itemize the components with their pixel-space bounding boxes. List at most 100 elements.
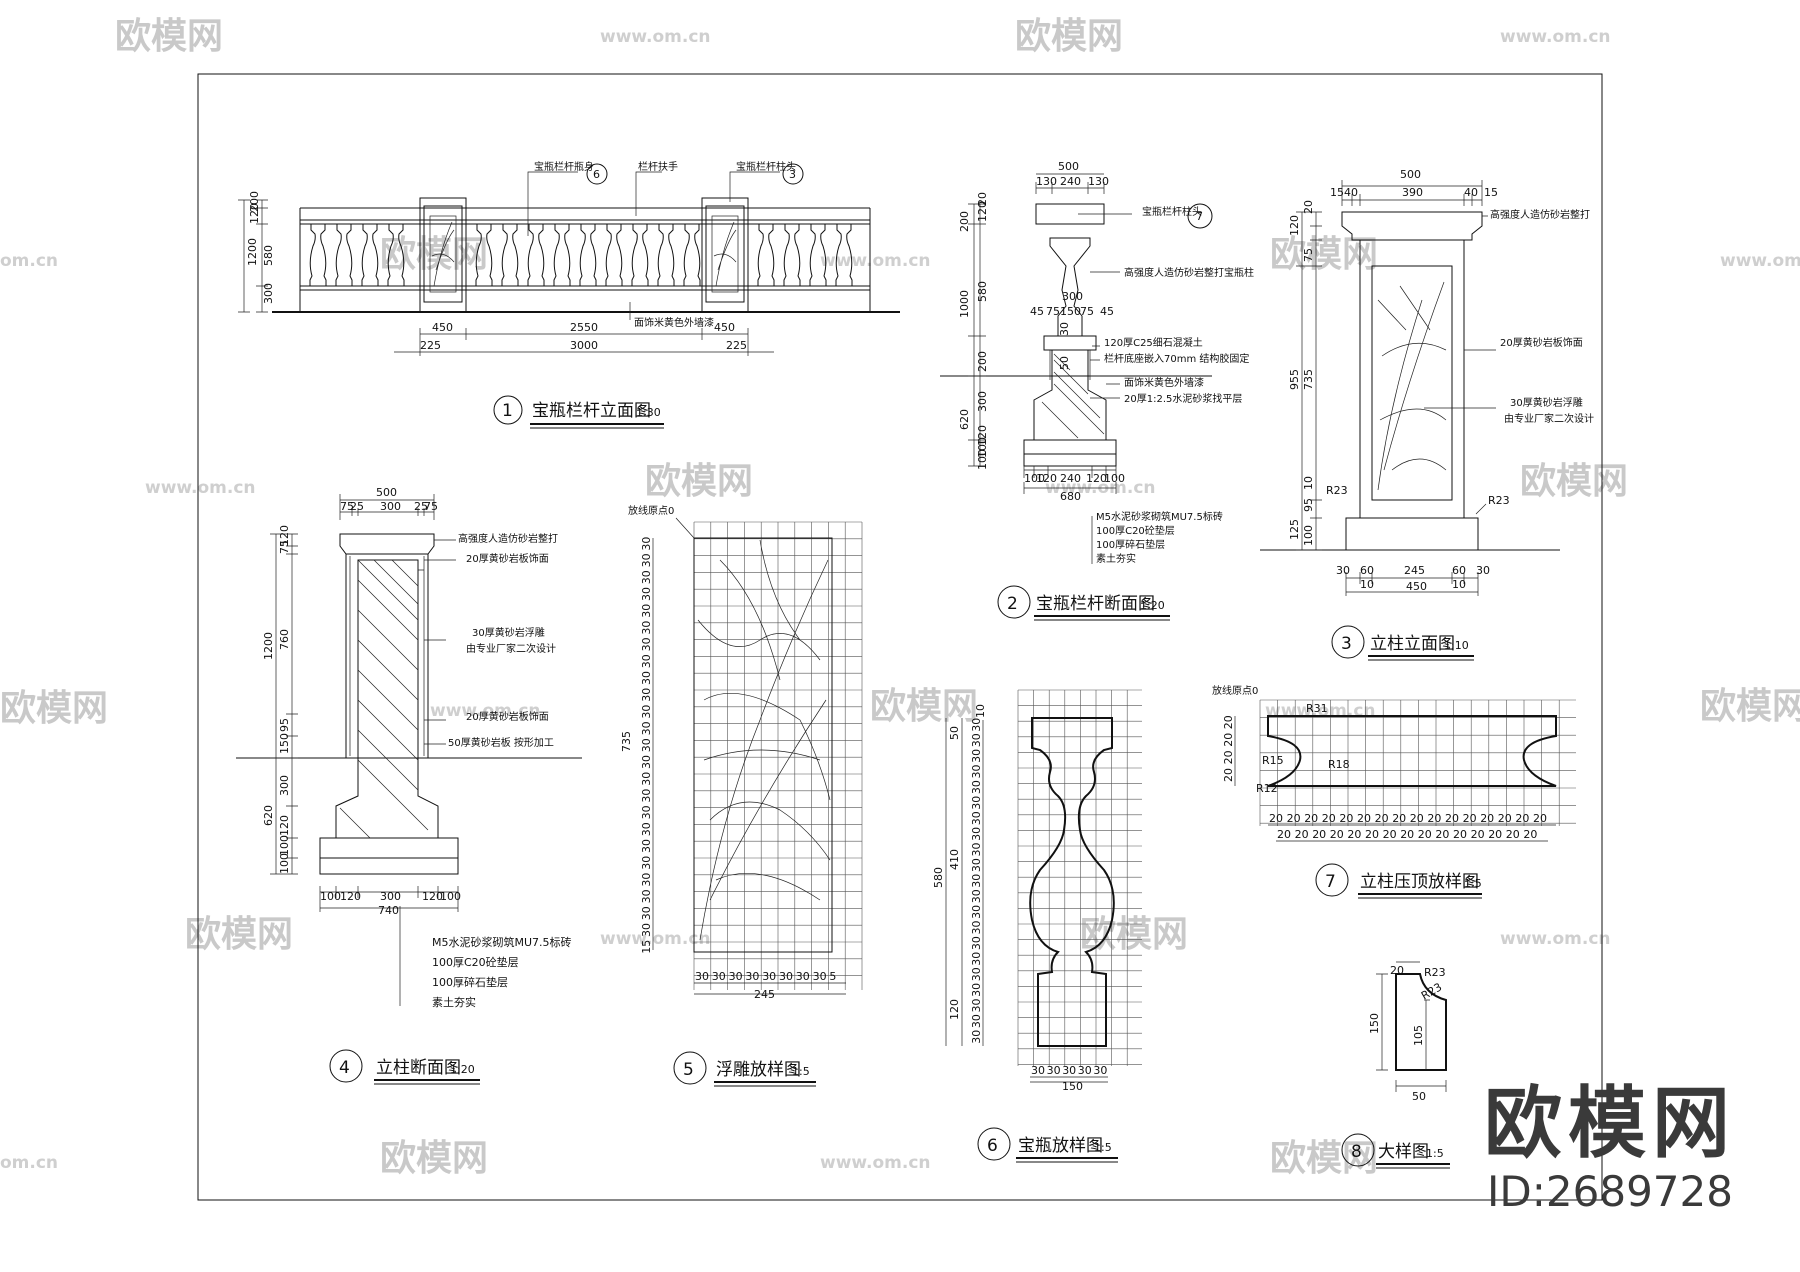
label-c20: 100厚C20砼垫层 [432, 955, 519, 969]
dim-t15b: 15 [1484, 186, 1498, 199]
dim-cell: 30 [1093, 1064, 1107, 1077]
baluster [361, 223, 379, 287]
dim-cell: 30 [640, 537, 653, 551]
dim-v300: 300 [262, 283, 275, 304]
view-4-number: 4 [339, 1058, 350, 1078]
label-gravel: 100厚碎石垫层 [1096, 538, 1165, 551]
dim-v105: 105 [1412, 1025, 1425, 1046]
label-brick: M5水泥砂浆砌筑MU7.5标砖 [432, 935, 572, 949]
brand-name: 欧模网 [1483, 1079, 1736, 1169]
label-origin: 放线原点0 [628, 504, 674, 517]
dim-cell: 20 [1463, 812, 1477, 825]
dim-cell: 20 [1312, 828, 1326, 841]
label-relief: 30厚黄砂岩浮雕 [472, 626, 545, 639]
dim-cell: 30 [970, 905, 983, 919]
watermark-url: www.om.cn [145, 478, 256, 498]
dim-v10: 10 [1302, 476, 1315, 490]
dim-cell: 20 [1427, 812, 1441, 825]
baluster [309, 223, 327, 287]
dim-v20: 20 [1302, 200, 1315, 214]
dim-v760: 760 [278, 629, 291, 650]
label-artificial-stone: 高强度人造仿砂岩整打 [458, 532, 558, 545]
dim-cell: 20 [1222, 750, 1235, 764]
dim-cell: 30 [640, 570, 653, 584]
dim-cell: 20 [1523, 828, 1537, 841]
dim-cell: 30 [970, 889, 983, 903]
dim-v120: 120 [948, 999, 961, 1020]
dim-b740: 740 [378, 904, 399, 917]
dim-v95: 95 [278, 718, 291, 732]
dim-cell: 20 [1506, 828, 1520, 841]
dim-v75: 75 [1302, 248, 1315, 262]
label-artificial-stone: 高强度人造仿砂岩整打 [1490, 208, 1590, 221]
dim-b30a: 30 [1336, 564, 1350, 577]
dim-b100a: 100 [320, 890, 341, 903]
dim-cell: 30 [640, 671, 653, 685]
watermark-url: om.cn [0, 1153, 58, 1173]
dim-t20: 20 [1390, 964, 1404, 977]
dim-cell: 20 [1471, 828, 1485, 841]
watermark-text: 欧模网 [1080, 914, 1188, 955]
dim-cell: 30 [640, 822, 653, 836]
dim-450b: 450 [714, 321, 735, 334]
dim-cell: 30 [796, 970, 810, 983]
dim-cell: 30 [729, 970, 743, 983]
dim-225b: 225 [726, 339, 747, 352]
view-7-number: 7 [1325, 872, 1336, 892]
dim-cell: 30 [640, 889, 653, 903]
dim-cell: 30 [640, 805, 653, 819]
baluster [809, 223, 827, 287]
label-soil: 素土夯实 [432, 995, 476, 1009]
dim-t130b: 130 [1088, 175, 1109, 188]
drawing-frame [197, 73, 1603, 1201]
dim-v620: 620 [958, 409, 971, 430]
dim-cell: 30 [640, 688, 653, 702]
dim-cell: 20 [1533, 812, 1547, 825]
dim-cell: 30 [640, 654, 653, 668]
view-4-scale: 1:20 [450, 1063, 475, 1076]
view-7-scale: 1:5 [1464, 877, 1482, 890]
brand-id: ID:2689728 [1487, 1167, 1733, 1216]
label-handrail: 栏杆扶手 [638, 160, 678, 173]
dim-cell: 30 [970, 749, 983, 763]
dim-cell: 30 [640, 839, 653, 853]
dim-t75: 75 [340, 500, 354, 513]
watermark-url: www.om.cn [1500, 929, 1611, 949]
dim-r31: R31 [1306, 702, 1328, 715]
view-1-number: 1 [502, 401, 513, 421]
view-3-title: 立柱立面图 [1370, 634, 1455, 654]
dim-cell: 20 [1375, 812, 1389, 825]
dim-t500: 500 [376, 486, 397, 499]
dim-cell: 30 [1031, 1064, 1045, 1077]
label-gravel: 100厚碎石垫层 [432, 975, 508, 989]
view-3-scale: 1:10 [1444, 639, 1469, 652]
label-ref-6: 6 [593, 168, 600, 181]
dim-v580: 580 [932, 867, 945, 888]
dim-t390: 390 [1402, 186, 1423, 199]
view-4-post-section: 100 120 300 120 100 740 500 75 25 300 25… [236, 486, 582, 1085]
view-3-post-elevation: 500 15 40 390 40 15 30 60 245 60 30 10 4… [1260, 168, 1594, 661]
dim-cell: 20 [1330, 828, 1344, 841]
dim-t75b: 75 [424, 500, 438, 513]
dim-cell: 30 [970, 999, 983, 1013]
dim-v120: 120 [278, 815, 291, 836]
watermark-text: 欧模网 [1015, 16, 1123, 57]
dim-b240: 240 [1060, 472, 1081, 485]
baluster [683, 223, 701, 287]
label-ref-7: 7 [1196, 210, 1203, 223]
view-3-number: 3 [1341, 634, 1352, 654]
dim-cell: 20 [1400, 828, 1414, 841]
dim-m75a: 75 [1046, 305, 1060, 318]
dim-r18: R18 [1328, 758, 1350, 771]
dim-m45a: 45 [1030, 305, 1044, 318]
dim-3000: 3000 [570, 339, 598, 352]
dim-v100a: 100 [976, 437, 989, 458]
dim-b245: 245 [1404, 564, 1425, 577]
dim-cell: 20 [1339, 812, 1353, 825]
dim-cell: 30 [1078, 1064, 1092, 1077]
dim-v300: 300 [278, 775, 291, 796]
label-vase-body: 宝瓶栏杆瓶身 [534, 160, 594, 173]
dim-cell: 30 [970, 796, 983, 810]
label-ref-3: 3 [789, 168, 796, 181]
